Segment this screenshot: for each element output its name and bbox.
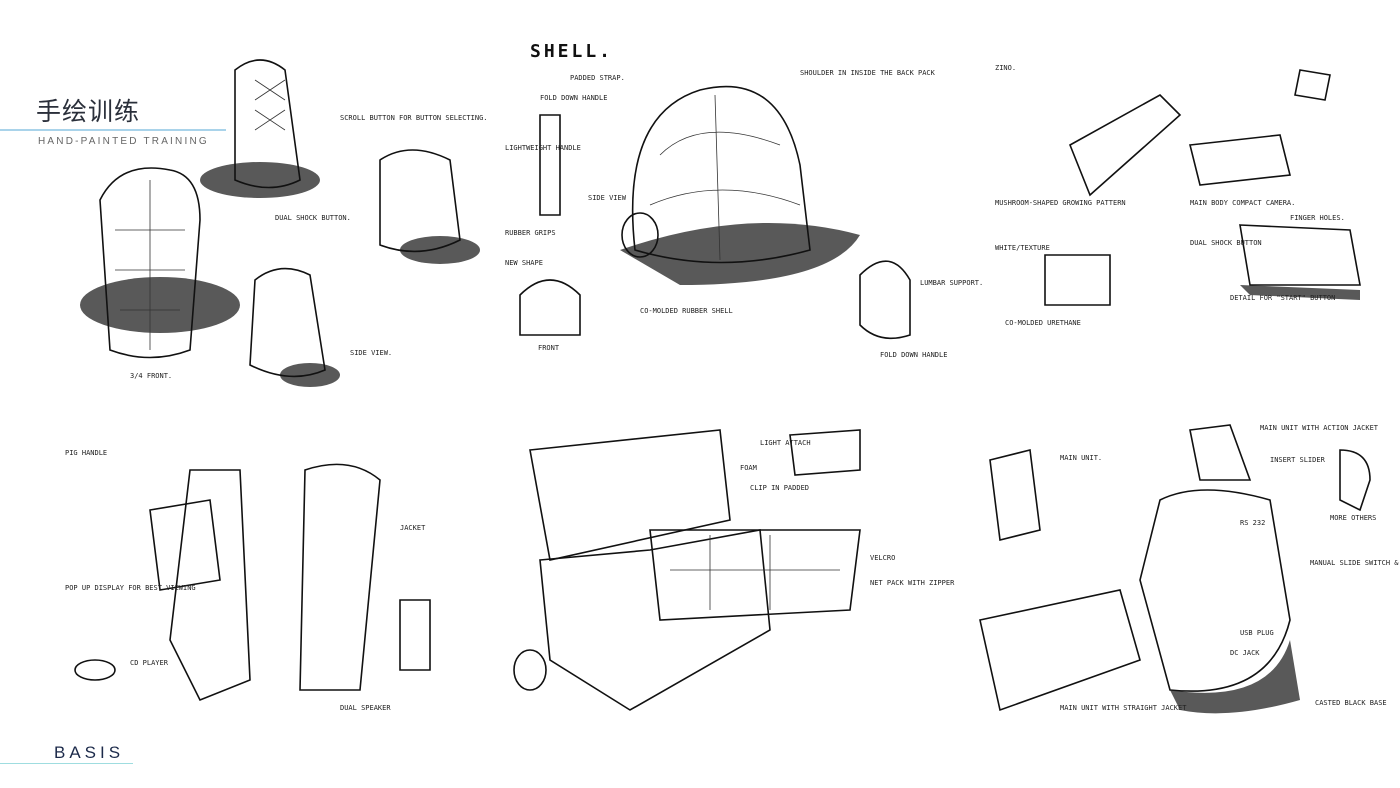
sketch-label: DUAL SHOCK BUTTON. [275,214,351,222]
sketch-label: NET PACK WITH ZIPPER [870,579,955,587]
sketch-label: NEW SHAPE [505,259,543,267]
sketch-title: ZINO. [995,64,1016,72]
sketch-label: SHOULDER IN INSIDE THE BACK PACK [800,69,936,77]
sketch-label: FOLD DOWN HANDLE [540,94,607,102]
sketch-label: 3/4 FRONT. [130,372,172,380]
sketch-label: CASTED BLACK BASE [1315,699,1387,707]
sketch-label: LIGHTWEIGHT HANDLE [505,144,581,152]
sketch-label: FINGER HOLES. [1290,214,1345,222]
sketch-labels: PADDED STRAP. FOLD DOWN HANDLE LIGHTWEIG… [505,69,983,359]
sketch-title: SHELL. [530,41,613,62]
sketch-case: LIGHT ATTACH FOAM CLIP IN PADDED VELCRO … [500,410,960,730]
sketch-label: DC JACK [1230,649,1260,657]
sketch-label: SCROLL BUTTON FOR BUTTON SELECTING. [340,114,488,122]
sketch-label: RUBBER GRIPS [505,229,556,237]
sketch-label: MAIN BODY COMPACT CAMERA. [1190,199,1295,207]
footer-divider [0,763,133,764]
sketch-label: LIGHT ATTACH [760,439,811,447]
sketch-label: SIDE VIEW. [350,349,392,357]
sketch-label: MUSHROOM-SHAPED GROWING PATTERN [995,199,1126,207]
sketch-label: JACKET [400,524,426,532]
sketch-label: SIDE VIEW [588,194,627,202]
sketch-shell: SHELL. PADDED STRAP. FOLD DOWN HANDLE LI… [500,35,983,375]
sketch-drone: ZINO. MUSHROOM-SHAPED GROWING PATTERN WH… [990,55,1390,345]
sketch-unit: MAIN UNIT. MAIN UNIT WITH ACTION JACKET … [970,420,1400,740]
sketch-label: FOAM [740,464,757,472]
sketch-label: USB PLUG [1240,629,1274,637]
page-subtitle: HAND-PAINTED TRAINING [38,136,209,147]
sketch-label: PIG HANDLE [65,449,107,457]
sketch-label: CLIP IN PADDED [750,484,809,492]
brand-logo: BASIS [54,743,125,762]
sketch-label: MORE OTHERS [1330,514,1376,522]
sketch-label: VELCRO [870,554,895,562]
sketch-backpack: SCROLL BUTTON FOR BUTTON SELECTING. DUAL… [60,50,488,390]
sketch-label: CO-MOLDED URETHANE [1005,319,1081,327]
sketch-label: LUMBAR SUPPORT. [920,279,983,287]
sketch-label: POP UP DISPLAY FOR BEST VIEWING [65,584,196,592]
sketch-label: FRONT [538,344,560,352]
sketch-label: MANUAL SLIDE SWITCH & LOCK SYSTEM. [1310,559,1400,567]
title-divider [0,129,226,131]
sketch-label: RS 232 [1240,519,1265,527]
sketch-label: DETAIL FOR "START" BUTTON [1230,294,1335,302]
sketch-label: FOLD DOWN HANDLE [880,351,947,359]
sketch-label: CO-MOLDED RUBBER SHELL [640,307,733,315]
sketch-label: DUAL SHOCK BUTTON [1190,239,1262,247]
sketch-label: MAIN UNIT. [1060,454,1102,462]
sketch-label: DUAL SPEAKER [340,704,391,712]
sketch-label: PADDED STRAP. [570,74,625,82]
sketch-label: INSERT SLIDER [1270,456,1326,464]
sketch-label: WHITE/TEXTURE [995,244,1050,252]
sketch-player: PIG HANDLE POP UP DISPLAY FOR BEST VIEWI… [60,440,460,740]
sketch-label: CD PLAYER [130,659,169,667]
sketch-label: MAIN UNIT WITH ACTION JACKET [1260,424,1379,432]
sketch-label: MAIN UNIT WITH STRAIGHT JACKET [1060,704,1187,712]
page-title-cn: 手绘训练 [36,97,141,126]
